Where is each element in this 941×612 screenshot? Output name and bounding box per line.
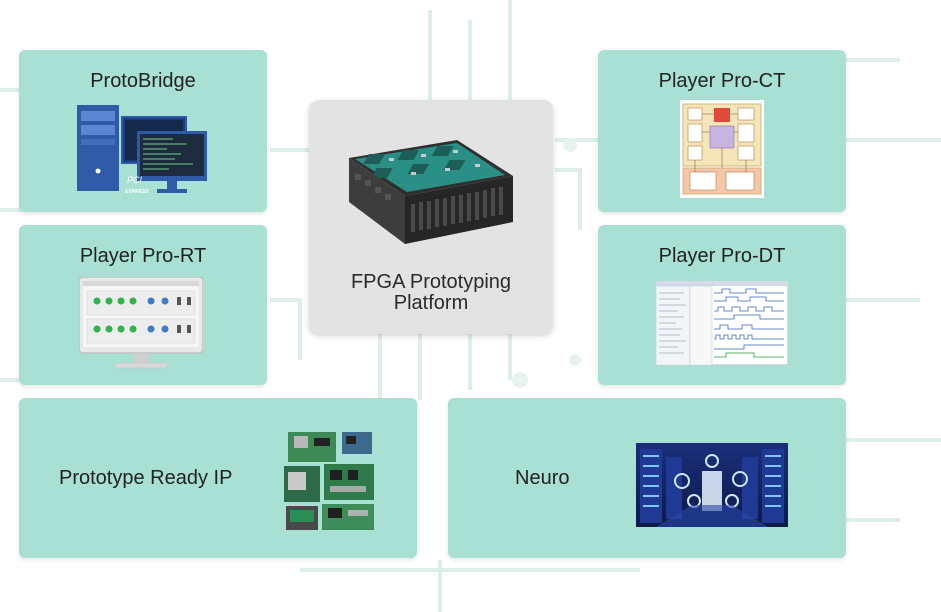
card-title: ProtoBridge: [90, 70, 196, 92]
player-pro-dt-waveform-image: [656, 281, 788, 365]
player-pro-rt-monitor-image: [79, 277, 203, 373]
svg-text:EXPRESS: EXPRESS: [125, 189, 149, 195]
card-title: Player Pro-RT: [79, 245, 207, 267]
card-neuro[interactable]: Neuro: [448, 398, 846, 558]
card-fpga-prototyping-platform[interactable]: FPGA Prototyping Platform: [309, 100, 553, 334]
player-pro-ct-diagram-image: [680, 100, 764, 198]
center-title-line-1: FPGA Prototyping: [350, 271, 512, 293]
card-title: Player Pro-DT: [658, 245, 786, 267]
fpga-hardware-image: [349, 140, 513, 245]
pci-express-logo: PCI: [127, 175, 143, 185]
card-player-pro-dt[interactable]: Player Pro-DT: [598, 225, 846, 385]
card-player-pro-rt[interactable]: Player Pro-RT: [19, 225, 267, 385]
card-player-pro-ct[interactable]: Player Pro-CT: [598, 50, 846, 212]
center-title-line-2: Platform: [393, 292, 469, 314]
card-title: Player Pro-CT: [658, 70, 786, 92]
protobridge-image: PCI EXPRESS: [77, 105, 217, 197]
card-title: Prototype Ready IP: [59, 466, 233, 489]
card-prototype-ready-ip[interactable]: Prototype Ready IP: [19, 398, 417, 558]
card-title: Neuro: [515, 466, 570, 489]
neuro-datacenter-image: [636, 443, 788, 527]
prototype-ready-ip-boards-image: [284, 430, 376, 532]
center-title: FPGA Prototyping Platform: [309, 272, 553, 314]
card-protobridge[interactable]: ProtoBridge PCI EXPRESS: [19, 50, 267, 212]
